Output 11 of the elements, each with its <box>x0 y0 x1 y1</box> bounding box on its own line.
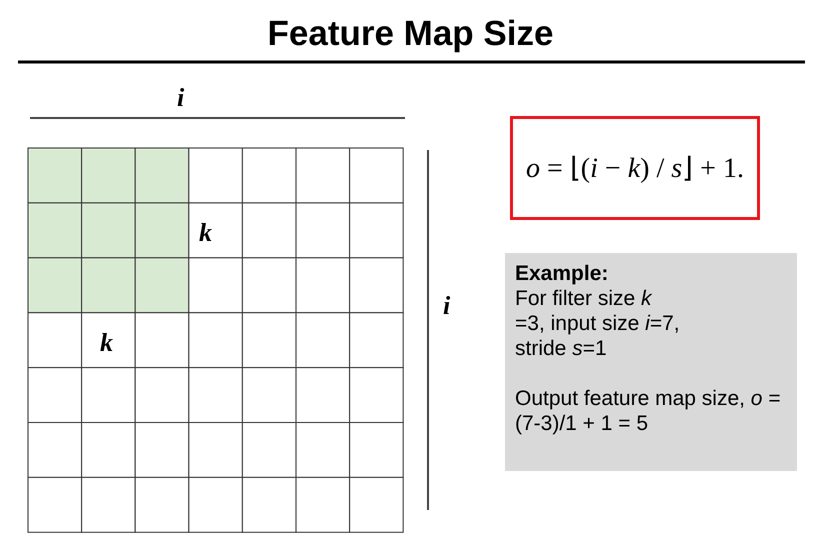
example-text: For filter size k =3, input size i=7, stride s=1 <box>515 286 681 361</box>
dimension-label: i <box>177 84 184 112</box>
title: Feature Map Size <box>266 13 554 55</box>
example-result: Output feature map size, o = (7-3)/1 + 1 = 5 <box>515 386 782 436</box>
kernel-size-label: k <box>100 329 113 357</box>
dimension-label: i <box>443 292 450 320</box>
kernel-size-label: k <box>199 219 212 247</box>
formula-box <box>510 116 760 220</box>
formula: o = ⌊(i − k) / s⌋ + 1. <box>526 152 744 185</box>
example-heading: Example: <box>515 261 610 286</box>
example-panel <box>505 253 797 471</box>
